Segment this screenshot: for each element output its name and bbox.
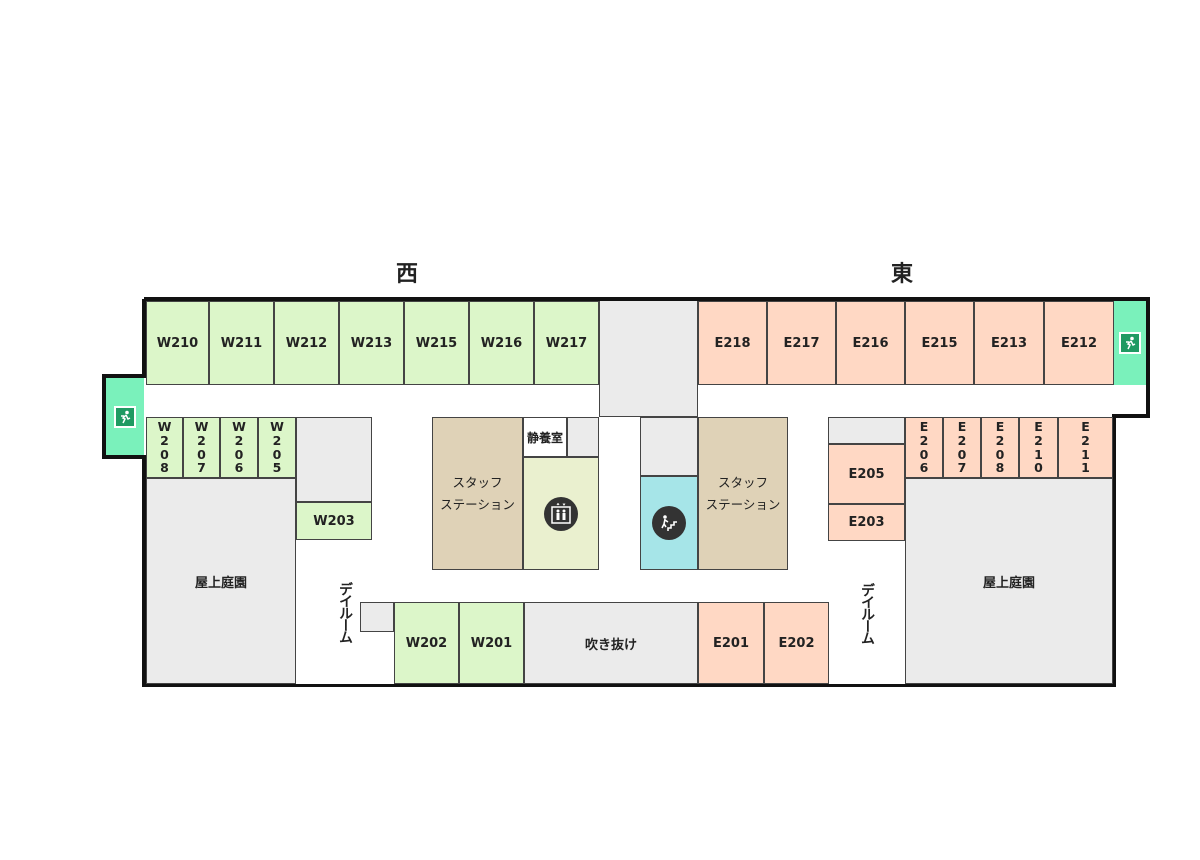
room-e210[interactable]: E 2 1 0 [1019, 417, 1058, 478]
rest-room[interactable]: 静養室 [523, 417, 567, 457]
day-room-west-storage [360, 602, 394, 632]
room-w211[interactable]: W211 [209, 301, 274, 385]
room-e211[interactable]: E 2 1 1 [1058, 417, 1113, 478]
central-corridor [599, 301, 698, 417]
room-w208-label: W 2 0 8 [157, 419, 172, 476]
room-w217[interactable]: W217 [534, 301, 599, 385]
day-room-east-label: デイルーム [859, 582, 875, 643]
room-w205-label: W 2 0 5 [270, 419, 284, 476]
stairs-icon [652, 506, 686, 540]
day-room-east: デイルーム [829, 541, 905, 684]
room-e212[interactable]: E212 [1044, 301, 1114, 385]
staff-station-west[interactable]: スタッフ ステーション [432, 417, 523, 570]
atrium: 吹き抜け [524, 602, 698, 684]
east-heading: 東 [891, 262, 914, 287]
room-e213[interactable]: E213 [974, 301, 1044, 385]
room-e208[interactable]: E 2 0 8 [981, 417, 1019, 478]
room-e207[interactable]: E 2 0 7 [943, 417, 981, 478]
day-room-west-label: デイルーム [337, 582, 353, 642]
room-w213[interactable]: W213 [339, 301, 404, 385]
room-e218[interactable]: E218 [698, 301, 767, 385]
emergency-exit-east[interactable] [1114, 301, 1146, 385]
room-w201[interactable]: W201 [459, 602, 524, 684]
room-w207[interactable]: W 2 0 7 [183, 417, 220, 478]
west-storage [296, 417, 372, 502]
room-w215[interactable]: W215 [404, 301, 469, 385]
room-e206-label: E 2 0 6 [919, 419, 929, 476]
corridor-to-stairs [640, 417, 698, 476]
staff-station-west-label: スタッフ ステーション [440, 474, 515, 512]
room-e217[interactable]: E217 [767, 301, 836, 385]
emergency-exit-west[interactable] [106, 378, 144, 455]
room-e216[interactable]: E216 [836, 301, 905, 385]
west-heading: 西 [396, 262, 419, 287]
room-e215[interactable]: E215 [905, 301, 974, 385]
staff-station-east-label: スタッフ ステーション [705, 474, 781, 512]
room-w206[interactable]: W 2 0 6 [220, 417, 258, 478]
rest-room-storage [567, 417, 599, 457]
room-w207-label: W 2 0 7 [194, 419, 209, 476]
roof-garden-east: 屋上庭園 [905, 478, 1113, 684]
room-e208-label: E 2 0 8 [995, 419, 1005, 476]
elevator-icon [544, 496, 578, 531]
emergency-exit-icon [114, 405, 136, 428]
room-e211-label: E 2 1 1 [1081, 419, 1090, 476]
room-e205[interactable]: E205 [828, 444, 905, 504]
room-e202[interactable]: E202 [764, 602, 829, 684]
east-storage [828, 417, 905, 444]
room-w210[interactable]: W210 [146, 301, 209, 385]
stairs[interactable] [640, 476, 698, 570]
room-w206-label: W 2 0 6 [232, 419, 246, 476]
room-w216[interactable]: W216 [469, 301, 534, 385]
room-w205[interactable]: W 2 0 5 [258, 417, 296, 478]
elevator-hall[interactable] [523, 457, 599, 570]
room-e207-label: E 2 0 7 [957, 419, 967, 476]
emergency-exit-icon [1119, 332, 1141, 354]
room-e201[interactable]: E201 [698, 602, 764, 684]
room-e203[interactable]: E203 [828, 504, 905, 541]
room-e206[interactable]: E 2 0 6 [905, 417, 943, 478]
room-w202[interactable]: W202 [394, 602, 459, 684]
room-w208[interactable]: W 2 0 8 [146, 417, 183, 478]
roof-garden-west: 屋上庭園 [146, 478, 296, 684]
room-e210-label: E 2 1 0 [1034, 419, 1043, 476]
room-w212[interactable]: W212 [274, 301, 339, 385]
room-w203[interactable]: W203 [296, 502, 372, 540]
staff-station-east[interactable]: スタッフ ステーション [698, 417, 788, 570]
